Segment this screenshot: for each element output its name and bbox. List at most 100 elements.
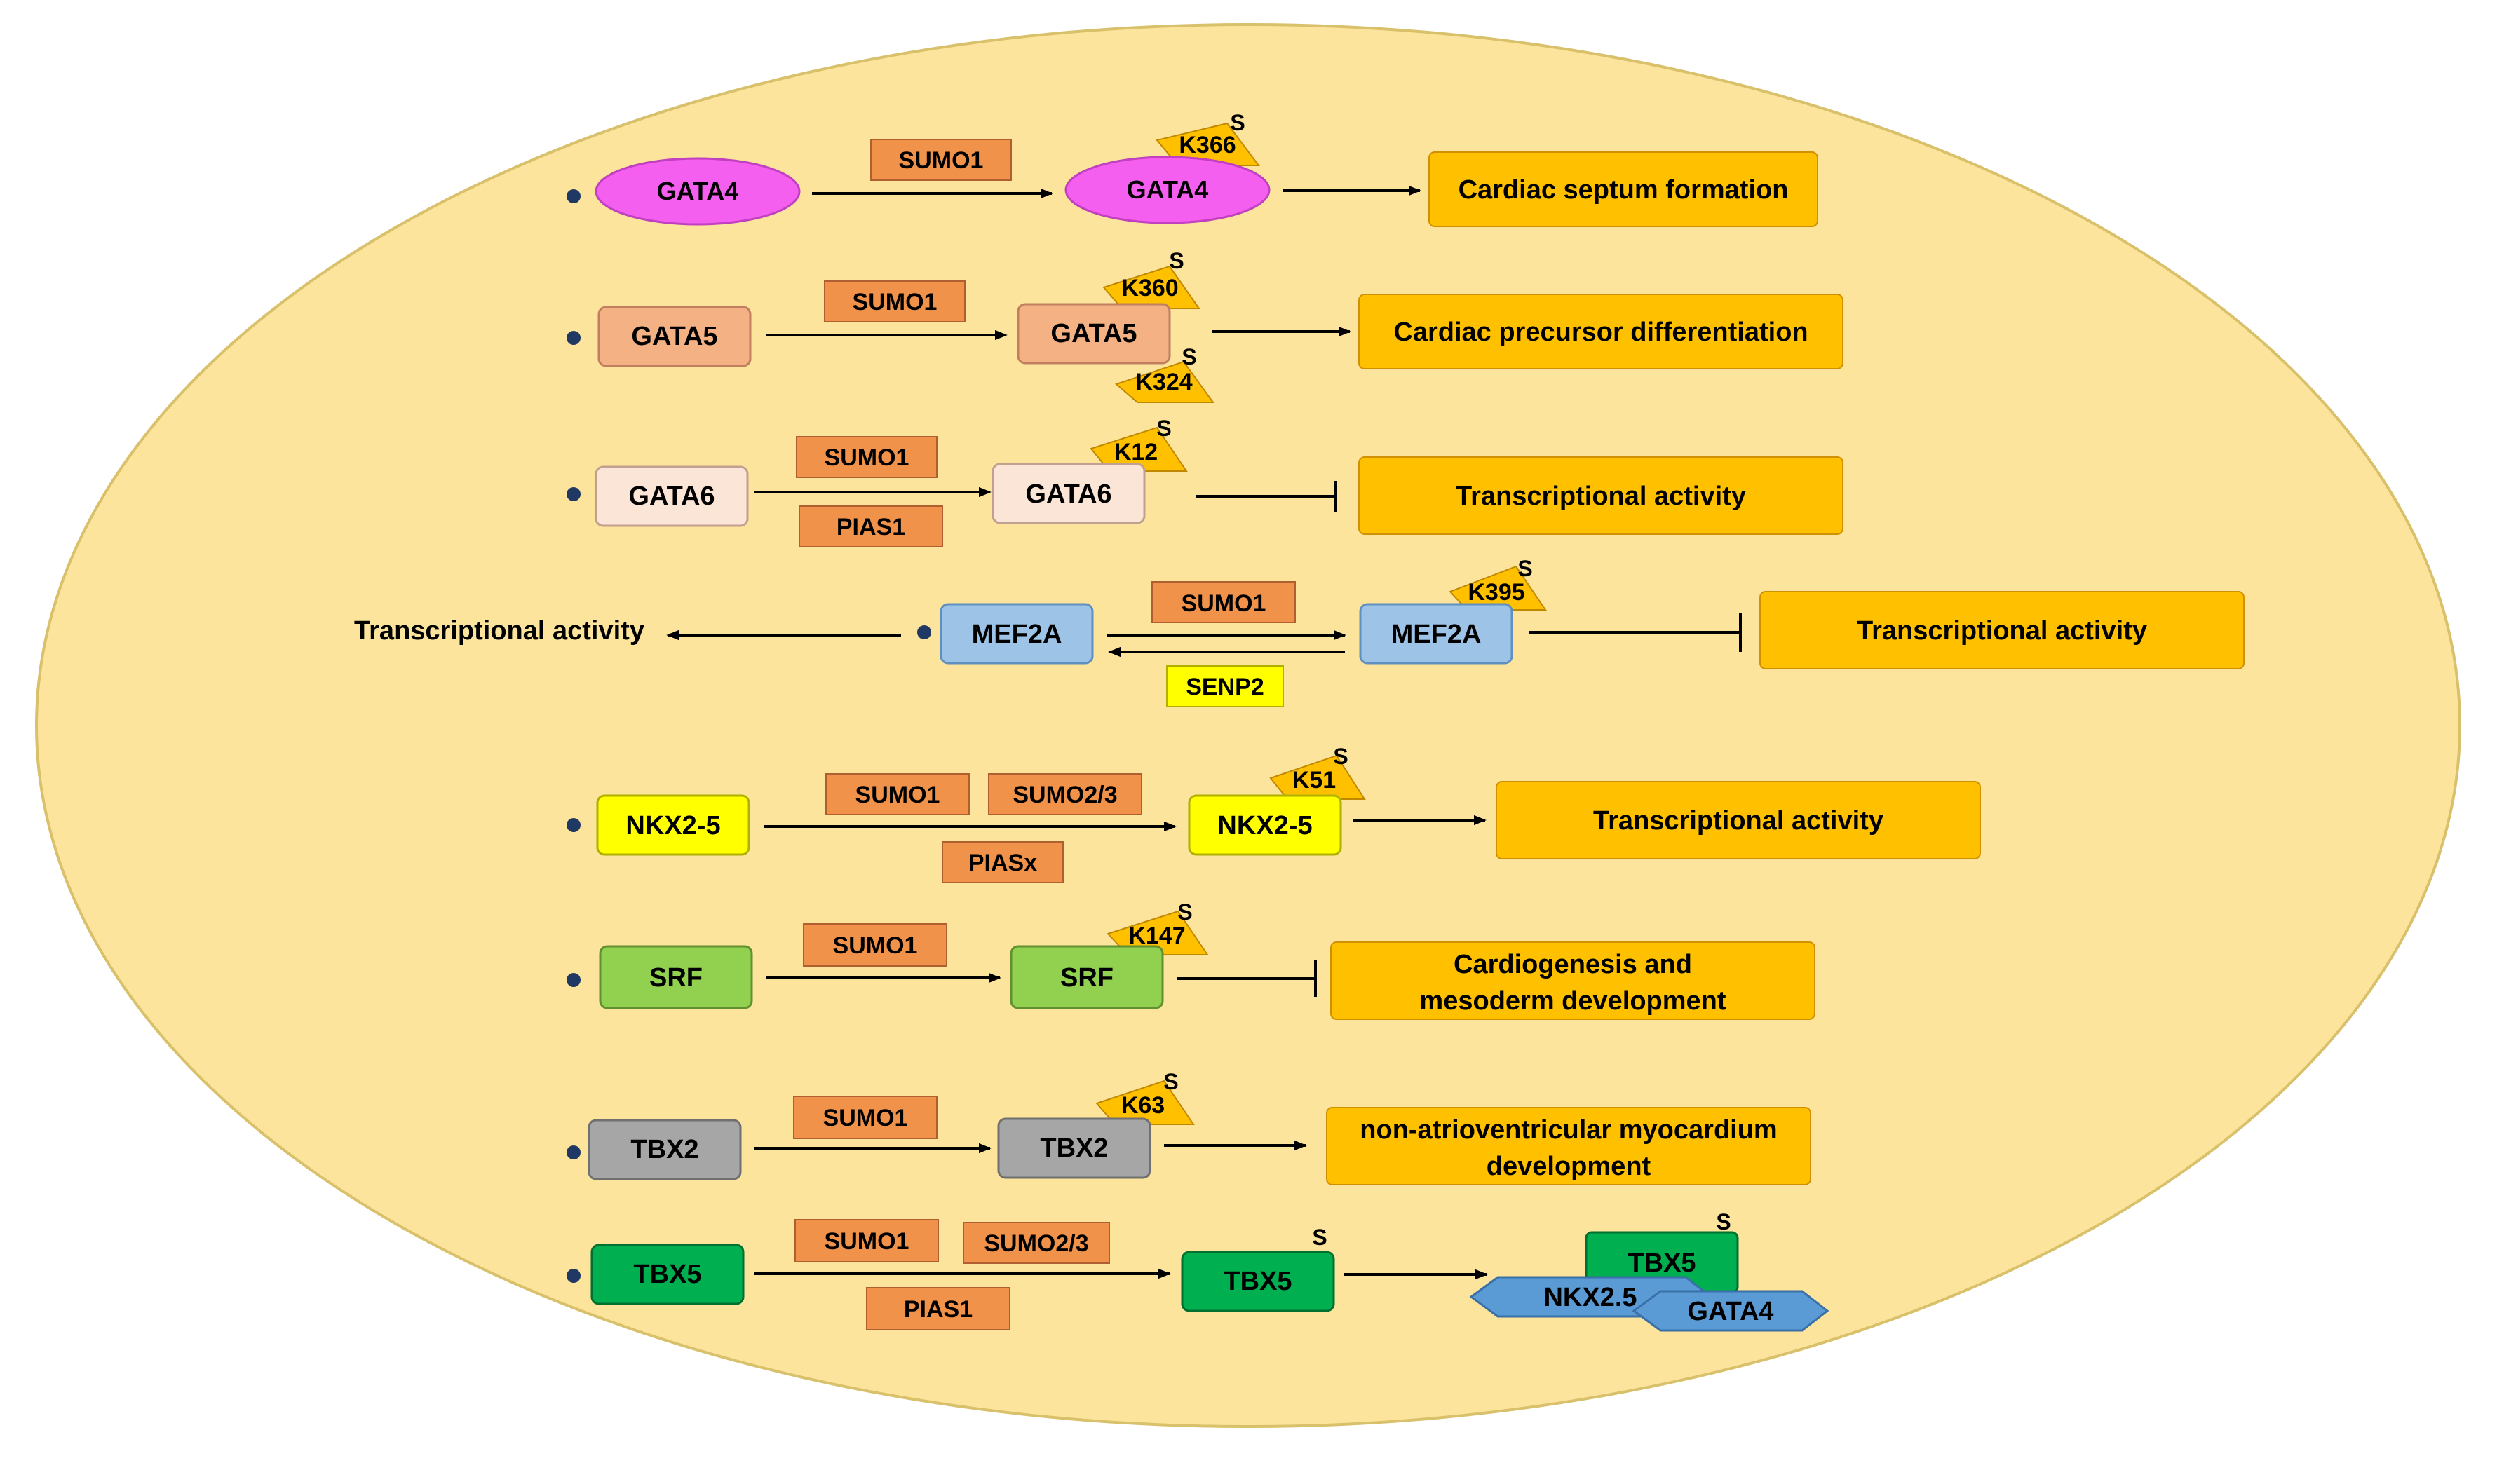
sumo23-modifier <box>963 1222 1110 1264</box>
mef2a-sumoylated <box>1359 603 1513 665</box>
outcome-label: Cardiac septum formation <box>1459 175 1789 205</box>
tbx2-substrate <box>588 1119 742 1180</box>
sumo-site-label: K12 <box>1114 439 1158 465</box>
srf-sumoylated-label: SRF <box>1060 963 1114 993</box>
tbx2-sumoylated <box>997 1117 1151 1179</box>
gata6-sumoylated <box>992 463 1146 524</box>
gata5-substrate-label: GATA5 <box>631 322 717 351</box>
sumo-site-tag <box>1115 360 1214 403</box>
sumo1-modifier <box>796 436 938 478</box>
bullet-dot <box>567 487 581 501</box>
outcome-line-2: development <box>1487 1152 1651 1181</box>
pias1-modifier-label: PIAS1 <box>837 514 905 540</box>
gata5-sumoylated-label: GATA5 <box>1050 319 1137 348</box>
outcome-label: Transcriptional activity <box>1593 806 1883 836</box>
tbx2-substrate-label: TBX2 <box>630 1135 698 1164</box>
senp2-modifier-label: SENP2 <box>1186 674 1264 700</box>
sumo-site-label: K147 <box>1128 923 1185 949</box>
gata6-substrate-label: GATA6 <box>628 482 715 511</box>
gata4-substrate <box>595 157 801 226</box>
srf-sumoylated <box>1010 945 1164 1009</box>
sumo1-modifier-label: SUMO1 <box>1182 590 1266 617</box>
outcome-line-2: mesoderm development <box>1419 986 1726 1016</box>
complex-gata4-hexagon <box>1632 1290 1829 1332</box>
pias1-modifier-label: PIAS1 <box>904 1296 973 1323</box>
sumo1-modifier-label: SUMO1 <box>825 444 909 471</box>
gata6-sumoylated-label: GATA6 <box>1025 479 1111 509</box>
sumo1-modifier <box>803 923 947 967</box>
sumo1-modifier-label: SUMO1 <box>853 289 938 315</box>
sumo1-modifier-label: SUMO1 <box>833 932 918 959</box>
sumo-site-label: K395 <box>1468 579 1524 606</box>
sumo-s-label: S <box>1182 344 1196 369</box>
piasx-modifier-label: PIASx <box>968 850 1037 876</box>
sumo-site-label: K366 <box>1179 132 1236 158</box>
nkx25-substrate-label: NKX2-5 <box>625 811 720 840</box>
cell-ellipse <box>35 23 2461 1428</box>
bullet-dot <box>917 625 931 639</box>
pias1-modifier <box>799 505 943 547</box>
sumo1-modifier-label: SUMO1 <box>823 1105 908 1131</box>
outcome-line-1: Cardiogenesis and <box>1454 950 1692 979</box>
bullet-dot <box>567 973 581 987</box>
complex-nkx25-label: NKX2.5 <box>1543 1283 1637 1312</box>
outcome-box <box>1358 456 1843 535</box>
gata5-sumoylated <box>1017 303 1171 365</box>
nkx25-substrate <box>596 794 750 856</box>
sumo1-modifier <box>824 280 966 322</box>
sumo-site-label: K360 <box>1121 275 1178 301</box>
nkx25-sumoylated <box>1188 794 1342 856</box>
sumo-s-label: S <box>1517 556 1532 581</box>
pias1-modifier <box>866 1287 1010 1330</box>
sumo-s-label: S <box>1716 1209 1731 1234</box>
srf-substrate-label: SRF <box>649 963 703 993</box>
sumo1-modifier-label: SUMO1 <box>899 147 984 174</box>
sumo1-modifier <box>793 1096 938 1139</box>
outcome-box <box>1496 781 1981 859</box>
sumo1-modifier <box>870 139 1012 181</box>
sumo1-modifier <box>794 1219 939 1262</box>
nkx25-sumoylated-label: NKX2-5 <box>1217 811 1312 840</box>
tbx2-sumoylated-label: TBX2 <box>1040 1134 1108 1163</box>
gata4-substrate-label: GATA4 <box>657 177 739 205</box>
outcome-label: Transcriptional activity <box>1456 482 1746 511</box>
mef2a-sumoylated-label: MEF2A <box>1391 620 1482 649</box>
gata6-substrate <box>595 465 749 527</box>
sumo-site-label: K324 <box>1135 369 1192 395</box>
sumo23-modifier-label: SUMO2/3 <box>984 1230 1088 1257</box>
sumo-s-label: S <box>1177 899 1192 925</box>
outcome-label: Cardiac precursor differentiation <box>1393 318 1808 347</box>
mef2a-substrate <box>940 603 1094 665</box>
mef2a-substrate-label: MEF2A <box>972 620 1062 649</box>
sumo-site-label: K51 <box>1292 767 1336 794</box>
outcome-box <box>1358 294 1843 369</box>
sumo-s-label: S <box>1156 416 1171 441</box>
row-tbx2: TBX2 SUMO1 K63 S TBX2 non-atrioventricul… <box>567 1069 1811 1185</box>
outcome-box <box>1330 941 1815 1020</box>
tbx5-substrate <box>590 1244 745 1305</box>
bullet-dot <box>567 818 581 832</box>
outcome-line-1: non-atrioventricular myocardium <box>1360 1115 1777 1145</box>
bullet-dot <box>567 189 581 203</box>
complex-tbx5-label: TBX5 <box>1628 1248 1696 1278</box>
tbx5-sumoylated <box>1181 1251 1335 1312</box>
outcome-box <box>1428 151 1818 227</box>
row-gata5: GATA5 SUMO1 K360 S GATA5 K324 S Cardiac … <box>567 248 1843 403</box>
sumo1-modifier <box>825 773 970 815</box>
gata5-substrate <box>597 306 752 367</box>
sumo-s-label: S <box>1333 744 1348 769</box>
row-srf: SRF SUMO1 K147 S SRF Cardiogenesis and m… <box>567 899 1815 1020</box>
sumo-site-tag <box>1095 1080 1195 1125</box>
srf-substrate <box>599 945 753 1009</box>
row-tbx5: TBX5 SUMO1 SUMO2/3 PIAS1 S TBX5 TBX5 S N… <box>567 1209 1829 1332</box>
sumo-site-tag <box>1269 754 1366 800</box>
sumo-s-label: S <box>1169 248 1184 273</box>
outcome-box <box>1326 1107 1811 1185</box>
piasx-modifier <box>942 841 1064 883</box>
senp2-modifier <box>1166 665 1284 707</box>
bullet-dot <box>567 331 581 345</box>
outcome-label: Transcriptional activity <box>1857 616 2147 646</box>
sumo1-modifier <box>1151 581 1296 623</box>
outcome-box <box>1759 591 2245 669</box>
